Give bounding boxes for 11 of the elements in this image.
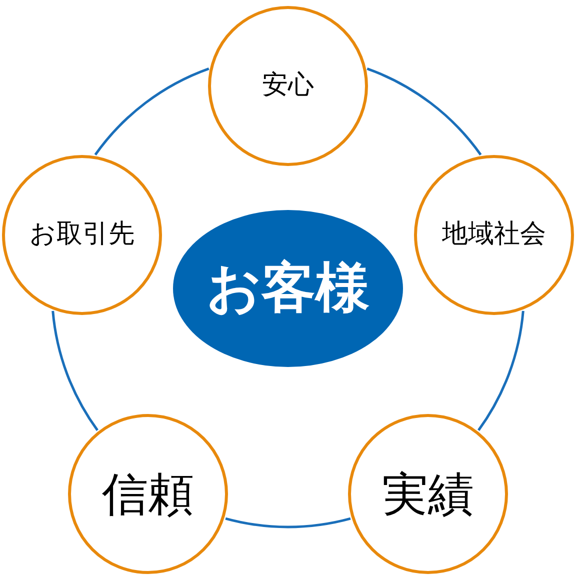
keyword-circle: 信頼 bbox=[68, 414, 228, 574]
keyword-circle: 地域社会 bbox=[414, 155, 574, 315]
ring-arc bbox=[225, 517, 351, 528]
keyword-circle: お取引先 bbox=[2, 155, 162, 315]
ring-arc bbox=[52, 310, 98, 431]
ring-arc bbox=[94, 68, 210, 156]
ring-arc bbox=[478, 310, 524, 431]
ring-arc bbox=[366, 68, 482, 156]
keyword-circle: 実績 bbox=[348, 414, 508, 574]
center-ellipse: お客様 bbox=[173, 210, 403, 366]
keyword-circle: 安心 bbox=[208, 6, 368, 166]
